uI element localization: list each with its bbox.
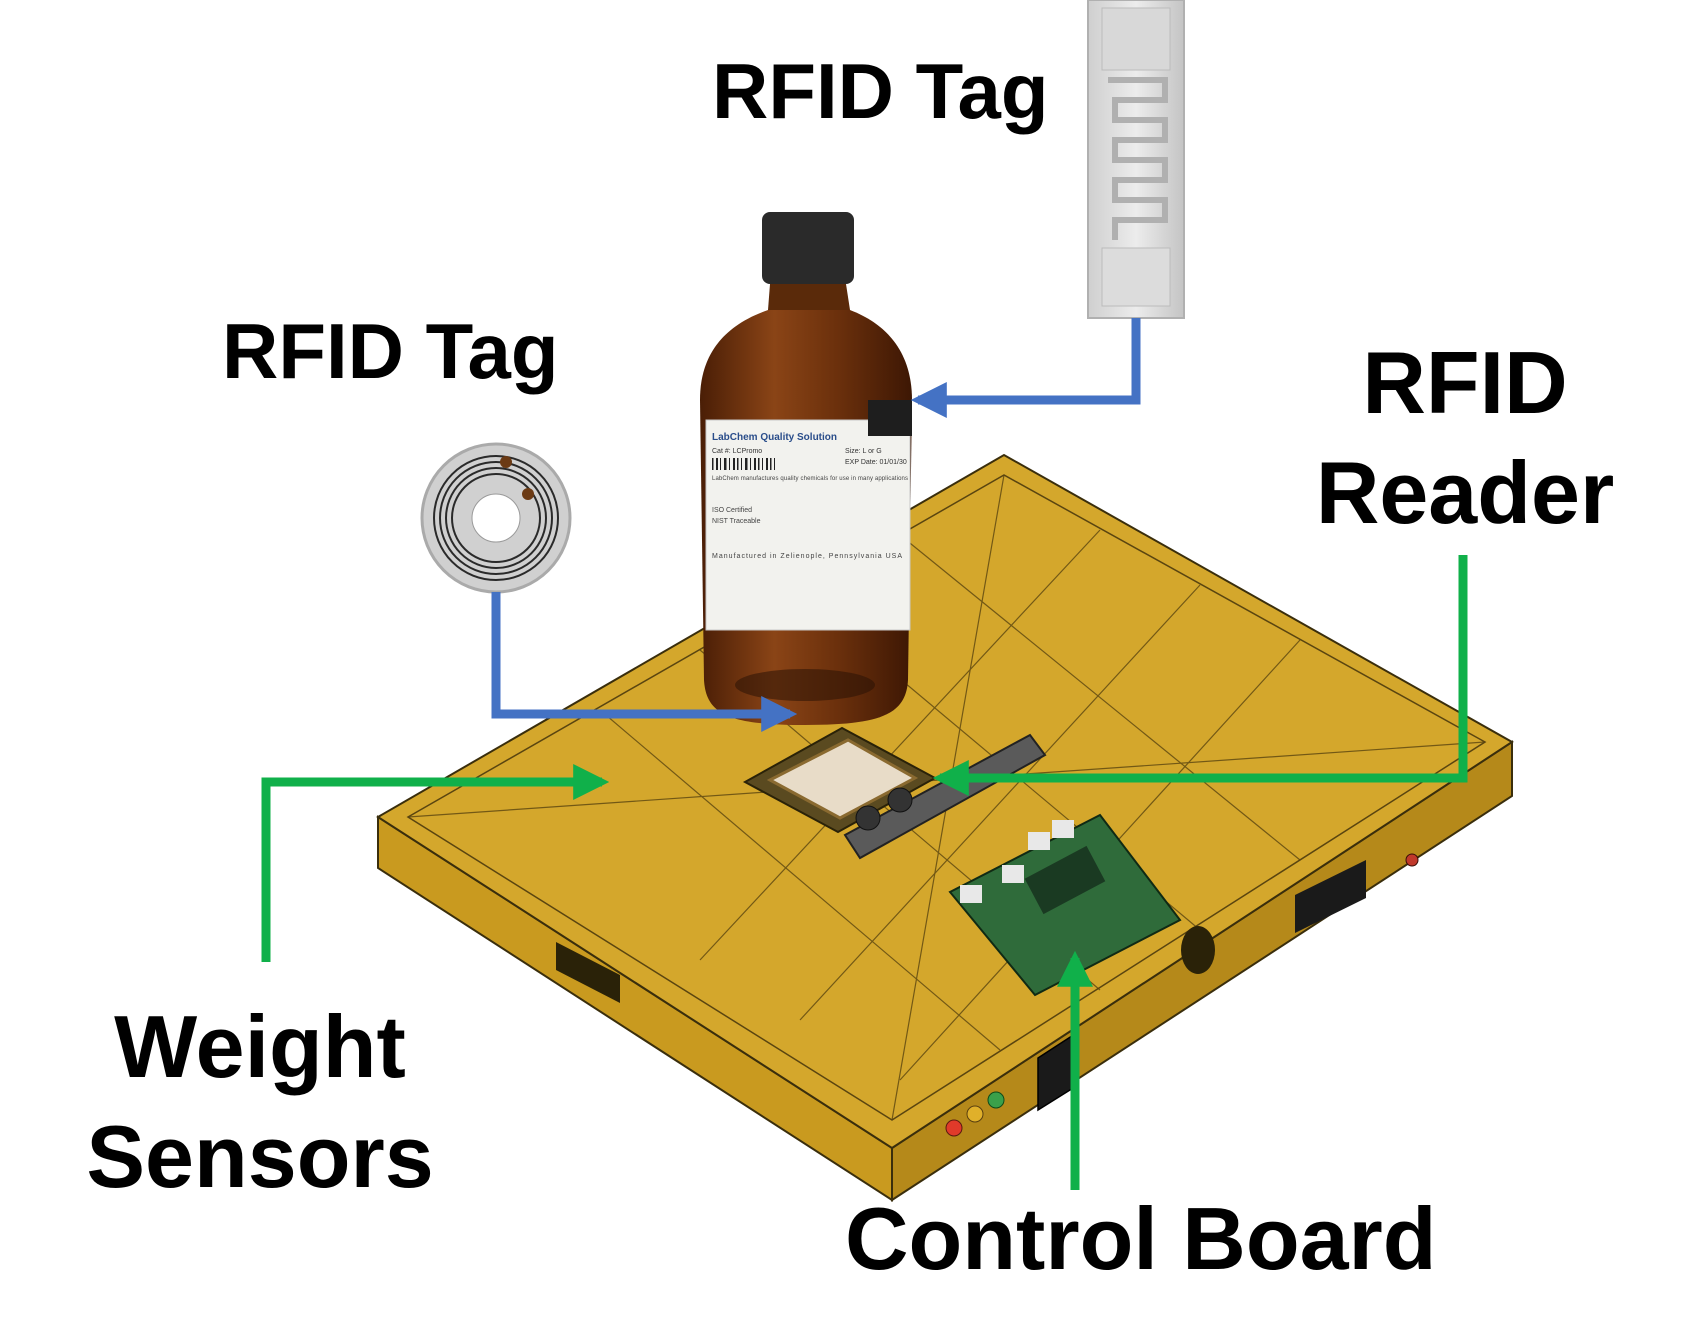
usb-port — [556, 942, 620, 1003]
bottle-label-nist: NIST Traceable — [712, 518, 761, 525]
yellow-led — [966, 1105, 984, 1123]
arrow-tag-top-to-bottle — [910, 318, 1141, 418]
rfid-tag-strip — [1087, 0, 1185, 319]
label-control-board: Control Board — [845, 1189, 1437, 1288]
bottle-label-cat: Cat #: LCPromo — [712, 448, 762, 455]
rfid-label-sticker — [868, 400, 912, 436]
display-window — [1295, 860, 1366, 933]
side-hole — [1181, 926, 1215, 974]
green-led — [987, 1091, 1005, 1109]
bottle-label-size: Size: L or G — [845, 448, 882, 455]
bottle-barcode — [712, 458, 775, 470]
red-led — [945, 1119, 963, 1137]
bottle-neck — [768, 284, 850, 310]
bottle-label-desc: LabChem manufactures quality chemicals f… — [712, 476, 908, 482]
label-rfid-tag-left: RFID Tag — [222, 307, 559, 395]
label-rfid-reader-line2: Reader — [1315, 443, 1615, 542]
arrows — [261, 318, 1468, 1190]
label-rfid-reader-line1: RFID — [1362, 333, 1568, 432]
arrow-tag-left-to-bottle — [491, 592, 798, 732]
rfid-reader-module — [742, 726, 1047, 860]
label-weight-sensors: Weight Sensors — [60, 992, 460, 1212]
control-board — [948, 813, 1182, 997]
label-weight-sensors-line1: Weight — [114, 997, 406, 1096]
label-weight-sensors-line2: Sensors — [86, 1107, 434, 1206]
rfid-tag-round — [420, 442, 572, 594]
bottle-label-brand: LabChem Quality Solution — [712, 432, 837, 443]
label-rfid-reader: RFID Reader — [1300, 328, 1630, 548]
bottle-label-iso: ISO Certified — [712, 507, 752, 514]
bottle-label — [705, 419, 911, 631]
arrow-reader-to-module — [932, 555, 1468, 796]
bottle-label-exp: EXP Date: 01/01/30 — [845, 459, 907, 466]
reset-button — [1405, 853, 1419, 867]
reagent-bottle: LabChem Quality Solution Cat #: LCPromo … — [700, 212, 912, 725]
bottle-label-made: Manufactured in Zelienople, Pennsylvania… — [712, 553, 902, 560]
label-rfid-tag-top: RFID Tag — [712, 47, 1049, 135]
arrow-weight-to-tray — [261, 764, 610, 962]
bottle-cap — [762, 212, 854, 284]
